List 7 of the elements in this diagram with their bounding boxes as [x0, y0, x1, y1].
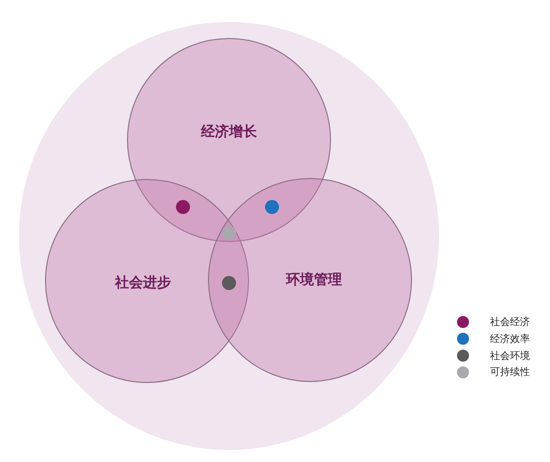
legend-label: 经济效率 [490, 332, 530, 346]
legend-label: 社会环境 [490, 350, 530, 363]
circle-label: 经济增长 [201, 123, 257, 141]
circle-label: 环境管理 [286, 271, 342, 289]
legend-label: 可持续性 [490, 366, 530, 380]
legend-label: 社会经济 [490, 316, 530, 329]
circle-label: 社会进步 [115, 274, 171, 292]
